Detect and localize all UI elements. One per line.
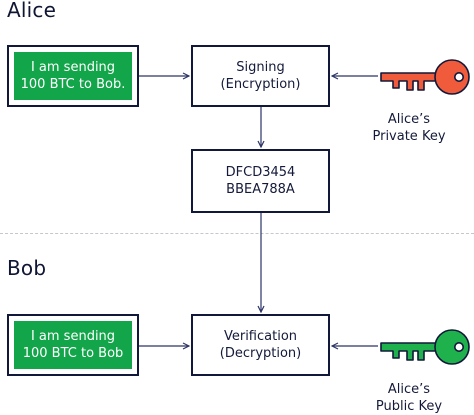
verification-label: Verification: [223, 329, 298, 344]
signature-line2: BBEA788A: [226, 182, 295, 197]
private-key-icon: [380, 59, 470, 95]
private-key-label: Alice’s Private Key: [359, 111, 459, 145]
alice-section-title: Alice: [7, 0, 57, 22]
section-divider: [0, 233, 474, 234]
public-key-label: Alice’s Public Key: [359, 381, 459, 415]
signing-box: Signing (Encryption): [191, 45, 330, 107]
verification-box: Verification (Decryption): [191, 314, 330, 376]
alice-message-line1: I am sending: [30, 60, 116, 75]
verification-sublabel: (Decryption): [219, 346, 302, 361]
bob-message-line1: I am sending: [30, 329, 116, 344]
alice-message-box: I am sending 100 BTC to Bob.: [7, 45, 139, 107]
public-key-label-line1: Alice’s: [387, 382, 431, 397]
signature-hash-box: DFCD3454 BBEA788A: [191, 149, 330, 213]
bob-message-box: I am sending 100 BTC to Bob: [7, 314, 139, 376]
bob-message-fill: I am sending 100 BTC to Bob: [14, 321, 132, 369]
bob-section-title: Bob: [7, 256, 47, 280]
alice-message-fill: I am sending 100 BTC to Bob.: [14, 52, 132, 100]
signature-line1: DFCD3454: [225, 165, 296, 180]
public-key-icon: [380, 329, 470, 365]
signing-label: Signing: [236, 60, 285, 75]
bob-message-line2: 100 BTC to Bob: [22, 346, 124, 361]
public-key-label-line2: Public Key: [375, 399, 443, 414]
alice-message-line2: 100 BTC to Bob.: [20, 77, 126, 92]
private-key-label-line1: Alice’s: [387, 112, 431, 127]
signing-sublabel: (Encryption): [220, 77, 301, 92]
private-key-label-line2: Private Key: [372, 129, 446, 144]
